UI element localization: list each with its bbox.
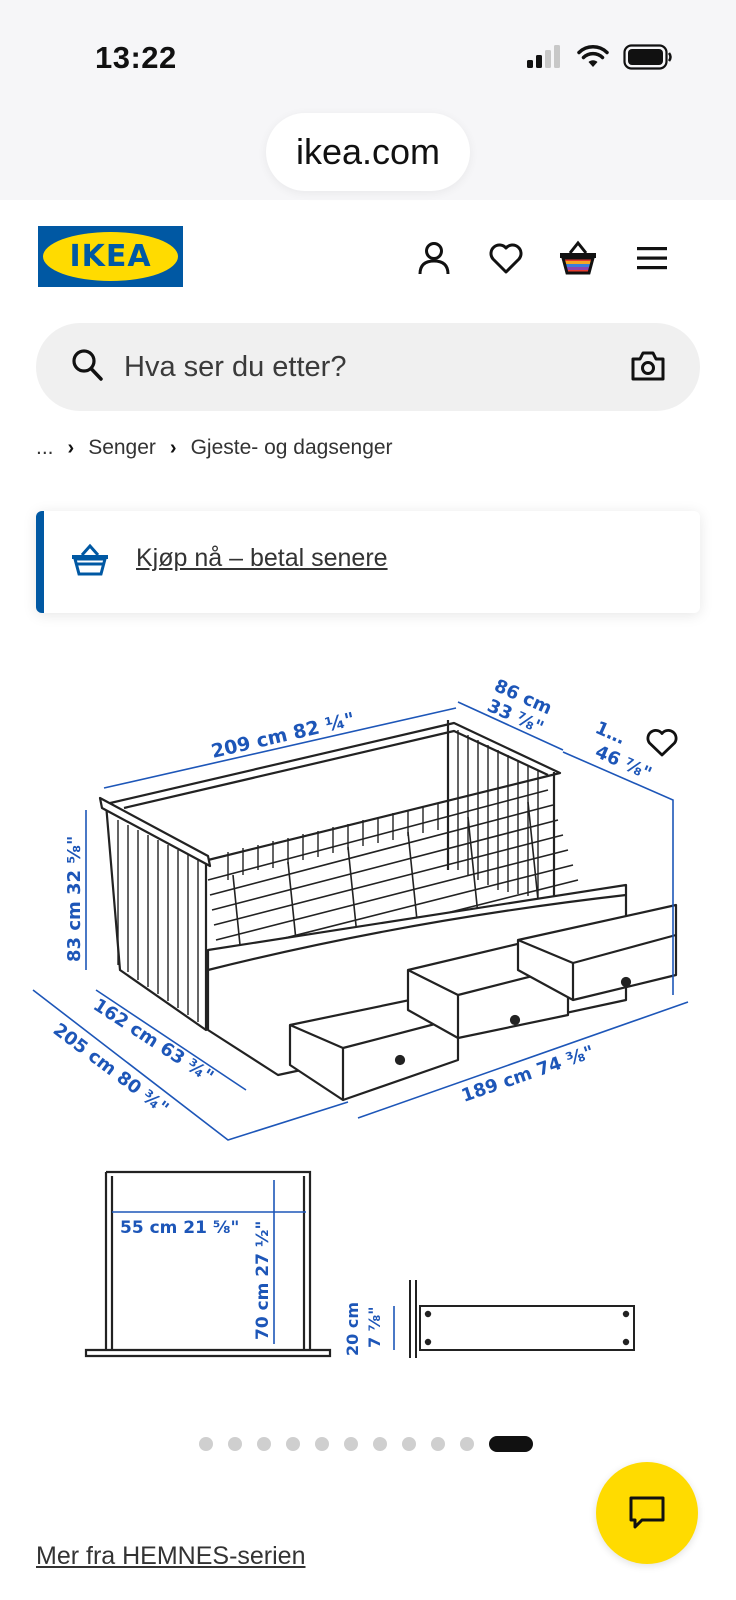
breadcrumb: ... › Senger › Gjeste- og dagsenger bbox=[36, 436, 393, 460]
chevron-right-icon: › bbox=[67, 436, 75, 459]
search-input[interactable] bbox=[124, 345, 594, 389]
carousel-dot[interactable] bbox=[373, 1437, 387, 1451]
basket-icon bbox=[72, 543, 108, 576]
pay-later-banner[interactable]: Kjøp nå – betal senere bbox=[36, 511, 700, 613]
url-text: ikea.com bbox=[295, 131, 441, 172]
chevron-right-icon: › bbox=[169, 436, 177, 459]
carousel-dot[interactable] bbox=[460, 1437, 474, 1451]
chat-icon bbox=[629, 1496, 665, 1529]
dim-drawer-height-in: 7 ⅞" bbox=[365, 1306, 384, 1348]
search-icon[interactable] bbox=[70, 347, 106, 385]
signal-icon bbox=[527, 45, 560, 68]
breadcrumb-ellipsis[interactable]: ... bbox=[36, 436, 54, 459]
ikea-logo[interactable]: IKEA bbox=[38, 226, 183, 287]
dim-height: 83 cm 32 ⅝" bbox=[64, 836, 85, 962]
chat-button[interactable] bbox=[596, 1462, 698, 1564]
url-bar[interactable]: ikea.com bbox=[266, 113, 470, 191]
daybed-drawing bbox=[98, 720, 678, 1102]
dim-drawer-span: 189 cm 74 ⅜" bbox=[459, 1042, 597, 1107]
wifi-icon bbox=[577, 45, 609, 67]
browser-top-area: 13:22 ikea.com bbox=[0, 0, 736, 200]
pay-later-link[interactable]: Kjøp nå – betal senere bbox=[136, 544, 388, 572]
status-time: 13:22 bbox=[95, 40, 177, 75]
carousel-dot[interactable] bbox=[402, 1437, 416, 1451]
heart-icon[interactable] bbox=[484, 236, 528, 280]
dim-side-cm: 1… bbox=[592, 717, 628, 749]
carousel-dot-active[interactable] bbox=[489, 1436, 533, 1452]
battery-icon bbox=[623, 44, 672, 70]
logo-text: IKEA bbox=[69, 239, 152, 274]
carousel-dot[interactable] bbox=[228, 1437, 242, 1451]
breadcrumb-item-senger[interactable]: Senger bbox=[88, 436, 156, 459]
logo-oval bbox=[43, 232, 178, 281]
search-bar[interactable] bbox=[36, 323, 700, 411]
user-icon[interactable] bbox=[412, 236, 456, 280]
carousel-dot[interactable] bbox=[199, 1437, 213, 1451]
carousel-dot[interactable] bbox=[286, 1437, 300, 1451]
carousel-dot[interactable] bbox=[431, 1437, 445, 1451]
carousel-dot[interactable] bbox=[315, 1437, 329, 1451]
carousel-dots bbox=[199, 1436, 533, 1452]
menu-icon[interactable] bbox=[630, 236, 674, 280]
dim-drawer-depth: 70 cm 27 ½" bbox=[253, 1221, 273, 1340]
carousel-dot[interactable] bbox=[344, 1437, 358, 1451]
series-link[interactable]: Mer fra HEMNES-serien bbox=[36, 1542, 306, 1570]
dim-drawer-height-cm: 20 cm bbox=[343, 1302, 362, 1356]
carousel-dot[interactable] bbox=[257, 1437, 271, 1451]
breadcrumb-item-gjestesenger[interactable]: Gjeste- og dagsenger bbox=[190, 436, 393, 459]
heart-icon bbox=[646, 729, 678, 757]
status-icons bbox=[527, 44, 673, 70]
basket-icon[interactable] bbox=[556, 236, 600, 280]
camera-icon[interactable] bbox=[630, 349, 666, 383]
dim-drawer-width: 55 cm 21 ⅝" bbox=[120, 1218, 239, 1238]
save-to-favourites-button[interactable] bbox=[637, 718, 687, 768]
product-dimension-image[interactable]: 209 cm 82 ¼" 86 cm 33 ⅞" 1… 46 ⅞" 83 cm … bbox=[28, 670, 718, 1400]
